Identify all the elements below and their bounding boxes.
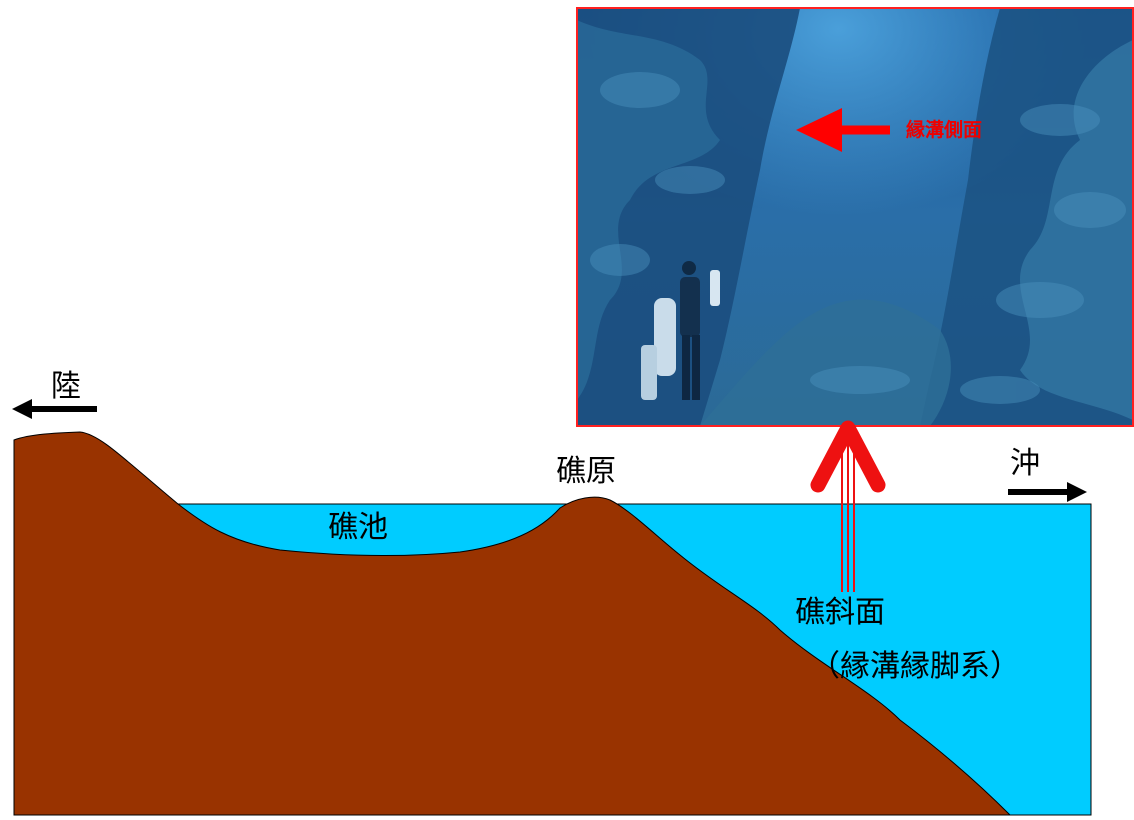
label-spur-groove-zone: （縁溝縁脚系） xyxy=(810,649,1020,684)
reef-profile-land xyxy=(13,431,1012,816)
photo-pointer-arrow-icon xyxy=(810,420,886,592)
diver-figure xyxy=(641,261,720,400)
groove-side-arrow-icon xyxy=(796,108,890,152)
label-reef-pool: 礁池 xyxy=(328,510,388,545)
label-offshore: 沖 xyxy=(1010,446,1040,481)
label-land: 陸 xyxy=(51,369,81,404)
photo-caption-groove-side: 縁溝側面 xyxy=(906,119,983,141)
underwater-photo xyxy=(577,8,1133,426)
offshore-direction-arrow-icon xyxy=(1008,482,1087,502)
label-reef-slope: 礁斜面 xyxy=(795,595,885,630)
land-direction-arrow-icon xyxy=(12,399,97,419)
label-reef-flat: 礁原 xyxy=(556,454,616,489)
